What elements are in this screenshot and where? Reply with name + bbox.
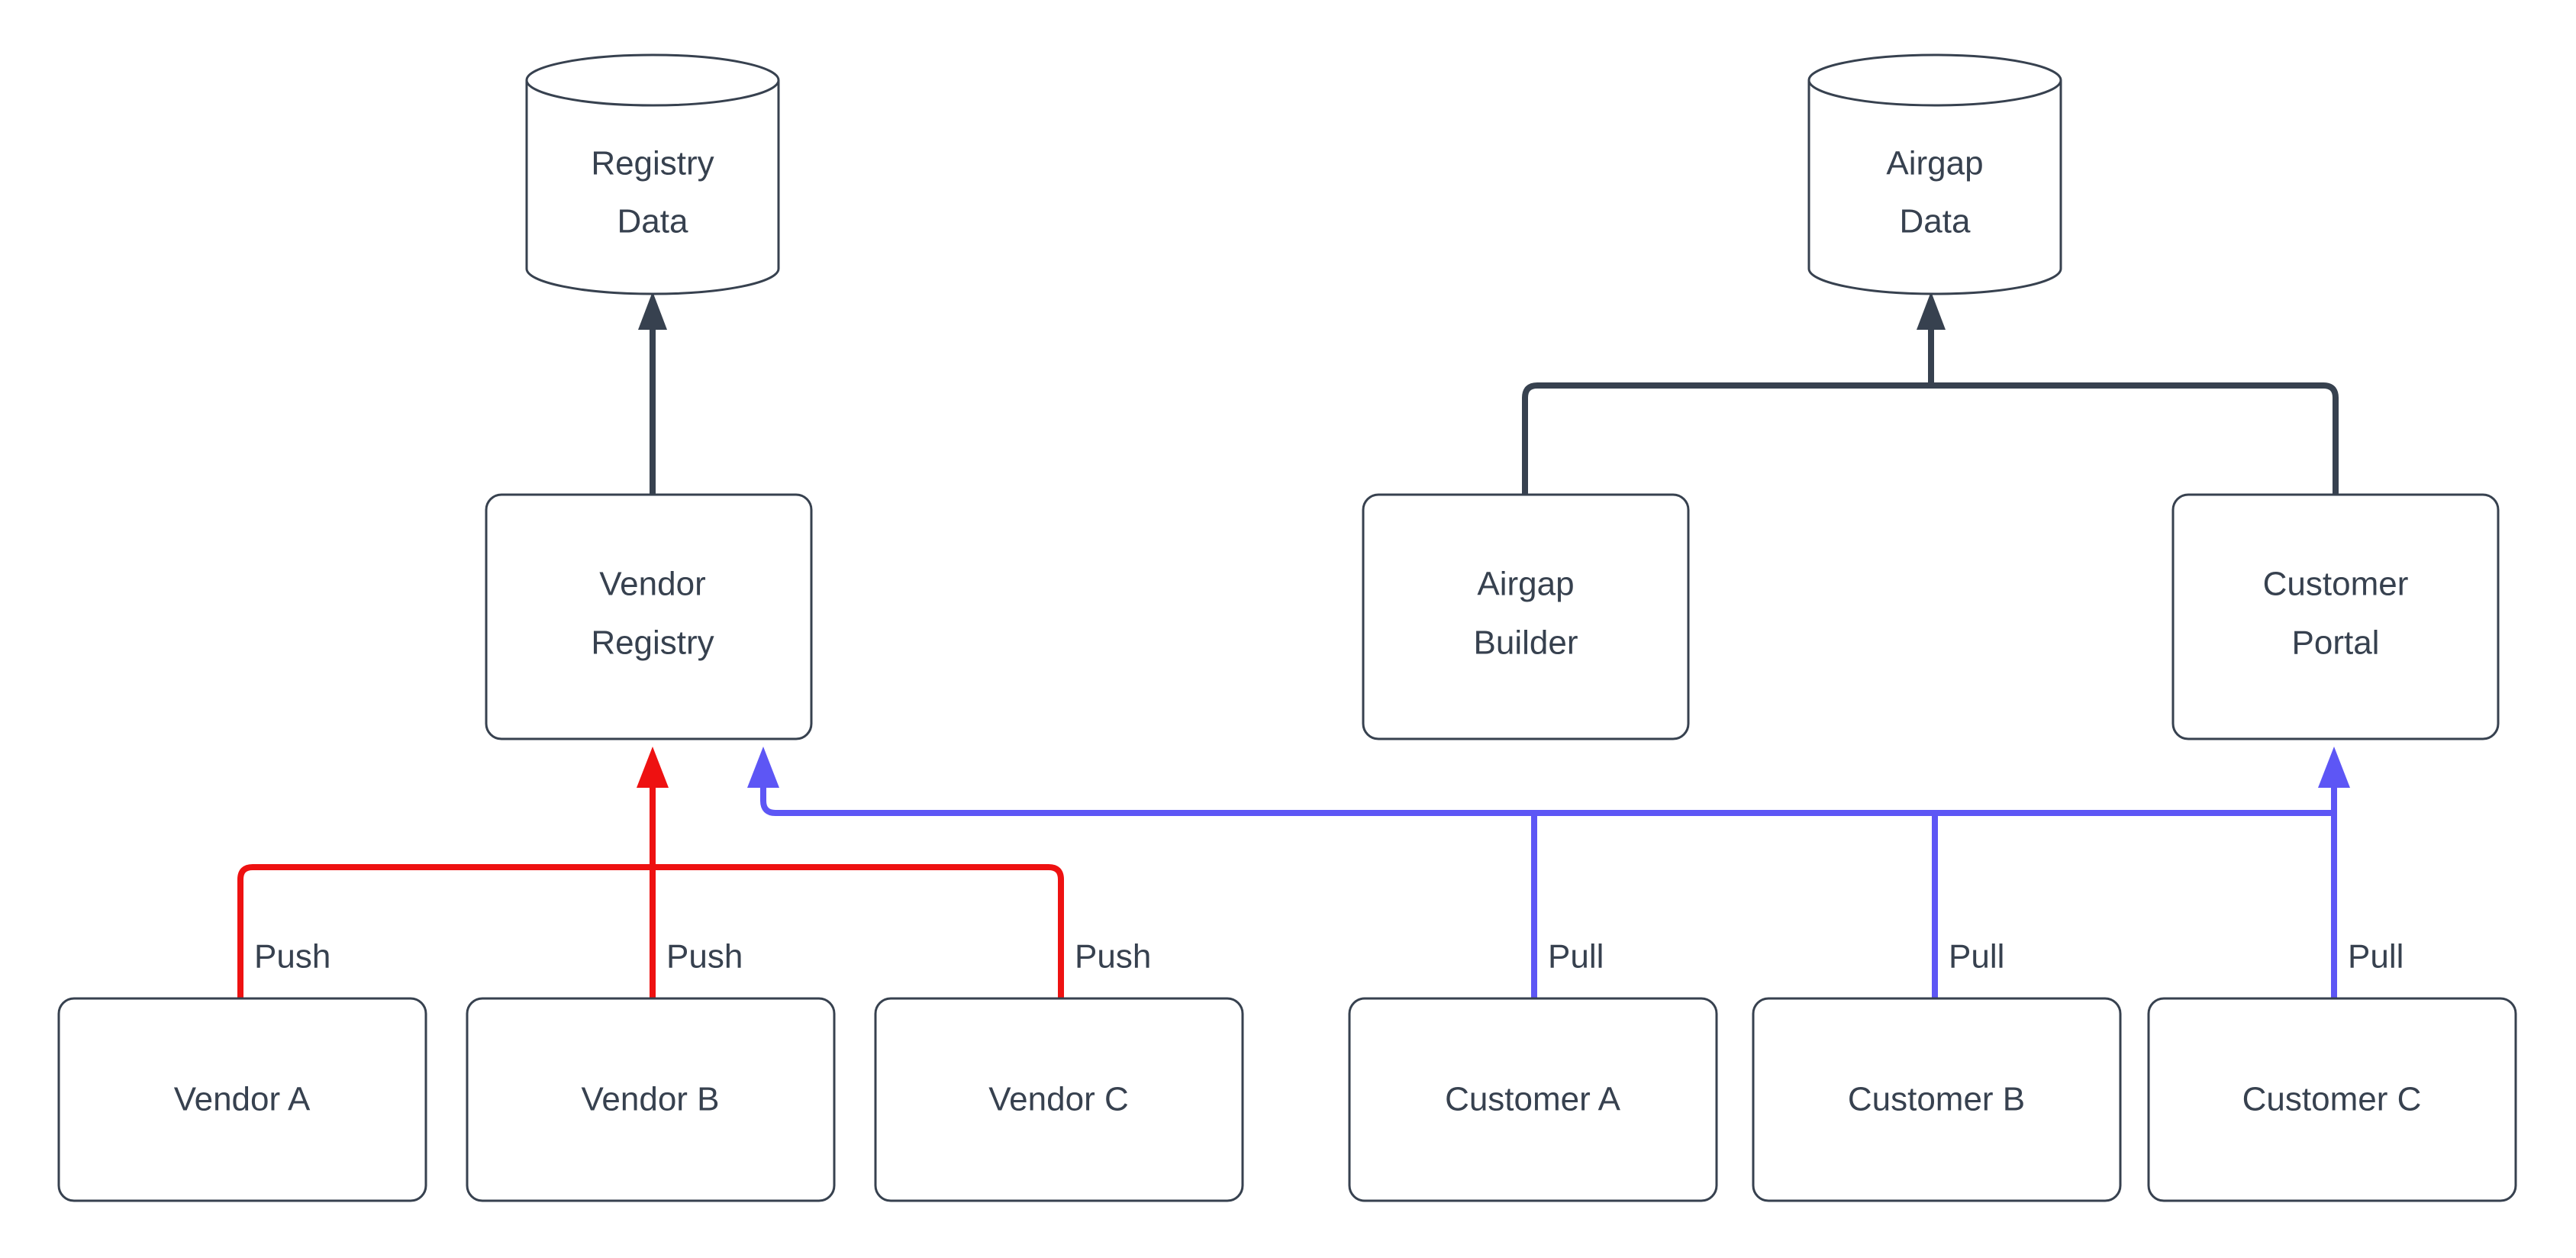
edge-airgap-builder-to-airgap-data bbox=[1522, 382, 1931, 495]
edge-line bbox=[1931, 382, 2339, 495]
node-box bbox=[485, 493, 813, 740]
node-box bbox=[466, 997, 836, 1202]
edge-label-push-vendor-a: Push bbox=[254, 938, 330, 976]
edge-blue-bus-to-vendor-registry bbox=[747, 747, 2334, 816]
edge-label-push-vendor-c: Push bbox=[1075, 938, 1151, 976]
node-label-line2: Data bbox=[1900, 203, 1971, 240]
arrowhead-up-icon bbox=[638, 292, 667, 330]
node-airgap-builder[interactable]: Airgap Builder bbox=[1362, 493, 1690, 740]
node-customer-b[interactable]: Customer B bbox=[1752, 997, 2122, 1202]
node-box bbox=[1348, 997, 1718, 1202]
arrowhead-up-icon bbox=[747, 747, 779, 788]
node-label: Vendor C bbox=[988, 1081, 1128, 1118]
node-label-line2: Registry bbox=[591, 624, 714, 662]
node-customer-c[interactable]: Customer C bbox=[2147, 997, 2517, 1202]
arrowhead-up-icon bbox=[2318, 747, 2350, 788]
edge-line bbox=[237, 864, 653, 998]
edge-vendor-registry-to-registry-data bbox=[638, 292, 667, 495]
node-box bbox=[2147, 997, 2517, 1202]
node-label-line2: Portal bbox=[2292, 624, 2380, 662]
edge-line bbox=[760, 771, 2334, 816]
edge-label-pull-customer-c: Pull bbox=[2348, 938, 2404, 976]
edge-line bbox=[653, 864, 1064, 998]
edge-label-push-vendor-b: Push bbox=[666, 938, 743, 976]
node-label: Customer A bbox=[1445, 1081, 1621, 1118]
node-label-line1: Customer bbox=[2263, 566, 2409, 603]
node-label: Customer B bbox=[1848, 1081, 2025, 1118]
node-label-line1: Vendor bbox=[599, 566, 705, 603]
node-box bbox=[874, 997, 1244, 1202]
node-label-line2: Builder bbox=[1474, 624, 1578, 662]
node-vendor-b[interactable]: Vendor B bbox=[466, 997, 836, 1202]
node-vendor-c[interactable]: Vendor C bbox=[874, 997, 1244, 1202]
node-label: Vendor A bbox=[174, 1081, 311, 1118]
node-label-line1: Airgap bbox=[1886, 145, 1983, 182]
arrowhead-up-icon bbox=[637, 747, 669, 788]
edge-vendor-c-push bbox=[653, 864, 1064, 998]
node-box bbox=[1362, 493, 1690, 740]
edge-airgap-trunk-to-airgap-data bbox=[1917, 292, 1946, 385]
edge-vendor-a-push bbox=[237, 864, 653, 998]
node-box bbox=[2171, 493, 2500, 740]
node-vendor-a[interactable]: Vendor A bbox=[57, 997, 427, 1202]
node-label-line1: Registry bbox=[591, 145, 714, 182]
node-label-line2: Data bbox=[617, 203, 688, 240]
cylinder-top-ellipse bbox=[525, 79, 780, 107]
cylinder-body bbox=[525, 53, 780, 295]
edge-customer-c-pull bbox=[2318, 747, 2350, 998]
node-registry-data[interactable]: Registry Data bbox=[525, 53, 780, 295]
node-label: Customer C bbox=[2242, 1081, 2422, 1118]
edge-line bbox=[1522, 382, 1931, 495]
cylinder-body bbox=[1807, 53, 2062, 295]
arrowhead-up-icon bbox=[1917, 292, 1946, 330]
cylinder-top-ellipse bbox=[1807, 79, 2062, 107]
node-box bbox=[1752, 997, 2122, 1202]
node-customer-portal[interactable]: Customer Portal bbox=[2171, 493, 2500, 740]
node-label-line1: Airgap bbox=[1477, 566, 1574, 603]
edge-label-pull-customer-a: Pull bbox=[1548, 938, 1604, 976]
edge-vendor-b-push bbox=[637, 747, 669, 998]
node-box bbox=[57, 997, 427, 1202]
node-label: Vendor B bbox=[581, 1081, 719, 1118]
node-airgap-data[interactable]: Airgap Data bbox=[1807, 53, 2062, 295]
edge-label-pull-customer-b: Pull bbox=[1949, 938, 2004, 976]
edge-customer-portal-to-airgap-data bbox=[1931, 382, 2339, 495]
node-vendor-registry[interactable]: Vendor Registry bbox=[485, 493, 813, 740]
node-customer-a[interactable]: Customer A bbox=[1348, 997, 1718, 1202]
